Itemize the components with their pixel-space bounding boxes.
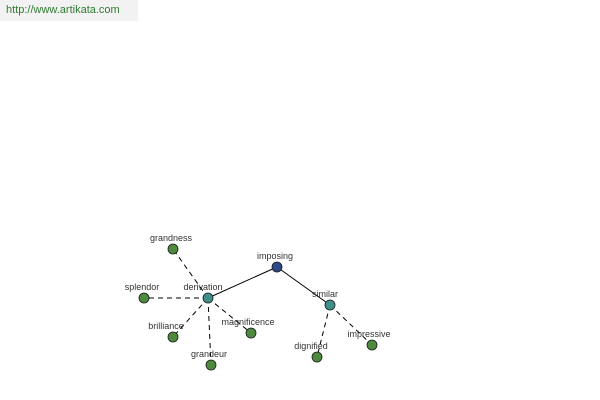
node-derivation-dot[interactable] [202, 292, 214, 304]
node-splendor[interactable]: splendor [125, 282, 160, 304]
node-imposing-dot[interactable] [271, 261, 283, 273]
node-grandness-dot[interactable] [167, 243, 179, 255]
node-impressive-dot[interactable] [366, 339, 378, 351]
nodes-layer: imposing derivation similar grandness splend… [125, 233, 391, 371]
node-grandeur-label: grandeur [191, 349, 227, 359]
node-dignified[interactable]: dignified [294, 341, 328, 363]
site-url-link[interactable]: http://www.artikata.com [0, 0, 138, 21]
node-derivation-label: derivation [183, 282, 222, 292]
node-dignified-label: dignified [294, 341, 328, 351]
node-brilliance-label: brilliance [148, 321, 184, 331]
node-brilliance-dot[interactable] [167, 331, 179, 343]
node-grandness-label: grandness [150, 233, 193, 243]
node-magnificence-dot[interactable] [245, 327, 257, 339]
edge-derivation-brilliance [172, 297, 209, 338]
node-derivation[interactable]: derivation [183, 282, 223, 304]
node-splendor-label: splendor [125, 282, 160, 292]
node-impressive[interactable]: impressive [347, 329, 391, 351]
node-dignified-dot[interactable] [311, 351, 323, 363]
node-splendor-dot[interactable] [138, 292, 150, 304]
node-similar-label: similar [312, 289, 338, 299]
node-magnificence-label: magnificence [221, 317, 274, 327]
node-similar[interactable]: similar [312, 289, 338, 311]
edge-imposing-similar [276, 266, 331, 306]
node-grandeur[interactable]: grandeur [191, 349, 227, 371]
node-similar-dot[interactable] [324, 299, 336, 311]
node-brilliance[interactable]: brilliance [148, 321, 184, 343]
edges-layer [144, 248, 373, 366]
edge-derivation-grandeur [207, 297, 212, 366]
node-imposing[interactable]: imposing [257, 251, 293, 273]
edge-derivation-grandness [172, 248, 209, 299]
node-impressive-label: impressive [347, 329, 390, 339]
edge-similar-impressive [329, 304, 373, 346]
edge-imposing-derivation [207, 266, 278, 299]
node-imposing-label: imposing [257, 251, 293, 261]
edge-derivation-magnificence [207, 297, 252, 334]
node-grandness[interactable]: grandness [150, 233, 193, 255]
node-grandeur-dot[interactable] [205, 359, 217, 371]
node-magnificence[interactable]: magnificence [221, 317, 275, 339]
